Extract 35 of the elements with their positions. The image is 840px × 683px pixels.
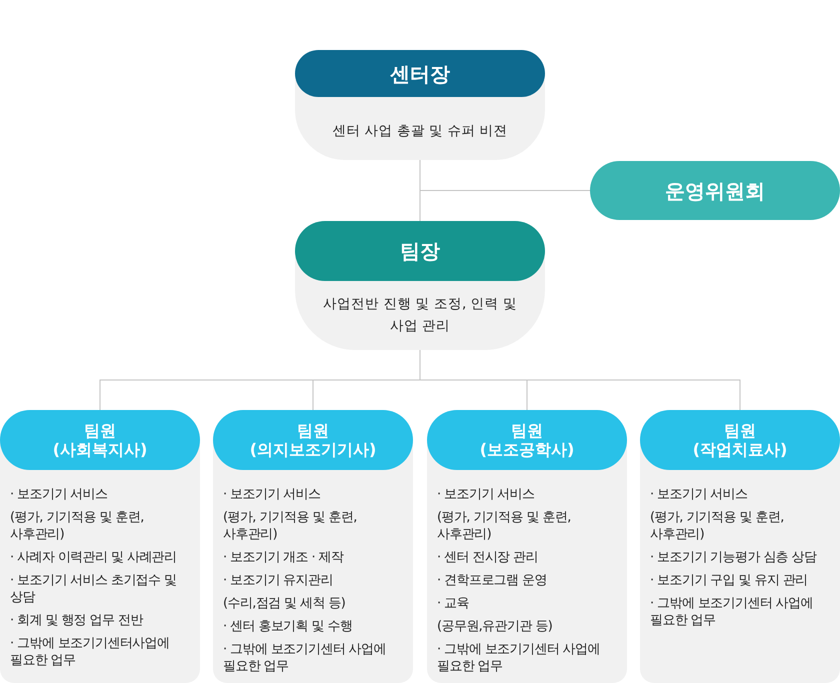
duty-item: · 그밖에 보조기기센터 사업에 필요한 업무 bbox=[223, 641, 387, 675]
duty-item: · 보조기기 기능평가 심층 상담 bbox=[650, 549, 816, 566]
duty-item: · 보조기기 서비스 초기접수 및 상담 bbox=[10, 572, 178, 606]
duty-item: · 보조기기 유지관리 bbox=[223, 572, 333, 589]
duty-item: (공무원,유관기관 등) bbox=[437, 618, 552, 635]
role-description: 사업전반 진행 및 조정, 인력 및 사업 관리 bbox=[322, 295, 518, 336]
role-title: 팀원 (의지보조기기사) bbox=[213, 410, 413, 470]
connector-line bbox=[420, 160, 590, 191]
role-title: 센터장 bbox=[295, 50, 545, 97]
duty-item: · 회계 및 행정 업무 전반 bbox=[10, 612, 143, 629]
duty-item: · 사례자 이력관리 및 사례관리 bbox=[10, 549, 176, 566]
duty-item: · 견학프로그램 운영 bbox=[437, 572, 547, 589]
role-title: 팀장 bbox=[295, 221, 545, 281]
duty-item: · 센터 홍보기획 및 수행 bbox=[223, 618, 352, 635]
role-title: 팀원 (보조공학사) bbox=[427, 410, 627, 470]
duty-item: · 그밖에 보조기기센터 사업에 필요한 업무 bbox=[650, 595, 814, 629]
duty-item: · 보조기기 서비스 bbox=[10, 486, 108, 503]
duty-item: · 보조기기 서비스 bbox=[223, 486, 320, 503]
duty-item: (평가, 기기적용 및 훈련, 사후관리) bbox=[10, 509, 145, 543]
role-title: 팀원 (사회복지사) bbox=[0, 410, 200, 470]
duty-item: (수리,점검 및 세척 등) bbox=[223, 595, 346, 612]
duty-item: · 교육 bbox=[437, 595, 469, 612]
duty-item: · 센터 전시장 관리 bbox=[437, 549, 538, 566]
duty-item: (평가, 기기적용 및 훈련, 사후관리) bbox=[437, 509, 572, 543]
duty-item: · 그밖에 보조기기센터사업에 필요한 업무 bbox=[10, 635, 170, 669]
duty-item: · 보조기기 구입 및 유지 관리 bbox=[650, 572, 808, 589]
role-title: 운영위원회 bbox=[590, 161, 840, 220]
role-title: 팀원 (작업치료사) bbox=[640, 410, 840, 470]
duty-item: (평가, 기기적용 및 훈련, 사후관리) bbox=[223, 509, 358, 543]
role-description: 센터 사업 총괄 및 슈퍼 비젼 bbox=[332, 122, 508, 141]
duty-item: · 보조기기 서비스 bbox=[437, 486, 534, 503]
duty-item: (평가, 기기적용 및 훈련, 사후관리) bbox=[650, 509, 785, 543]
duty-item: · 보조기기 개조 · 제작 bbox=[223, 549, 344, 566]
duty-item: · 그밖에 보조기기센터 사업에 필요한 업무 bbox=[437, 641, 601, 675]
duty-item: · 보조기기 서비스 bbox=[650, 486, 748, 503]
